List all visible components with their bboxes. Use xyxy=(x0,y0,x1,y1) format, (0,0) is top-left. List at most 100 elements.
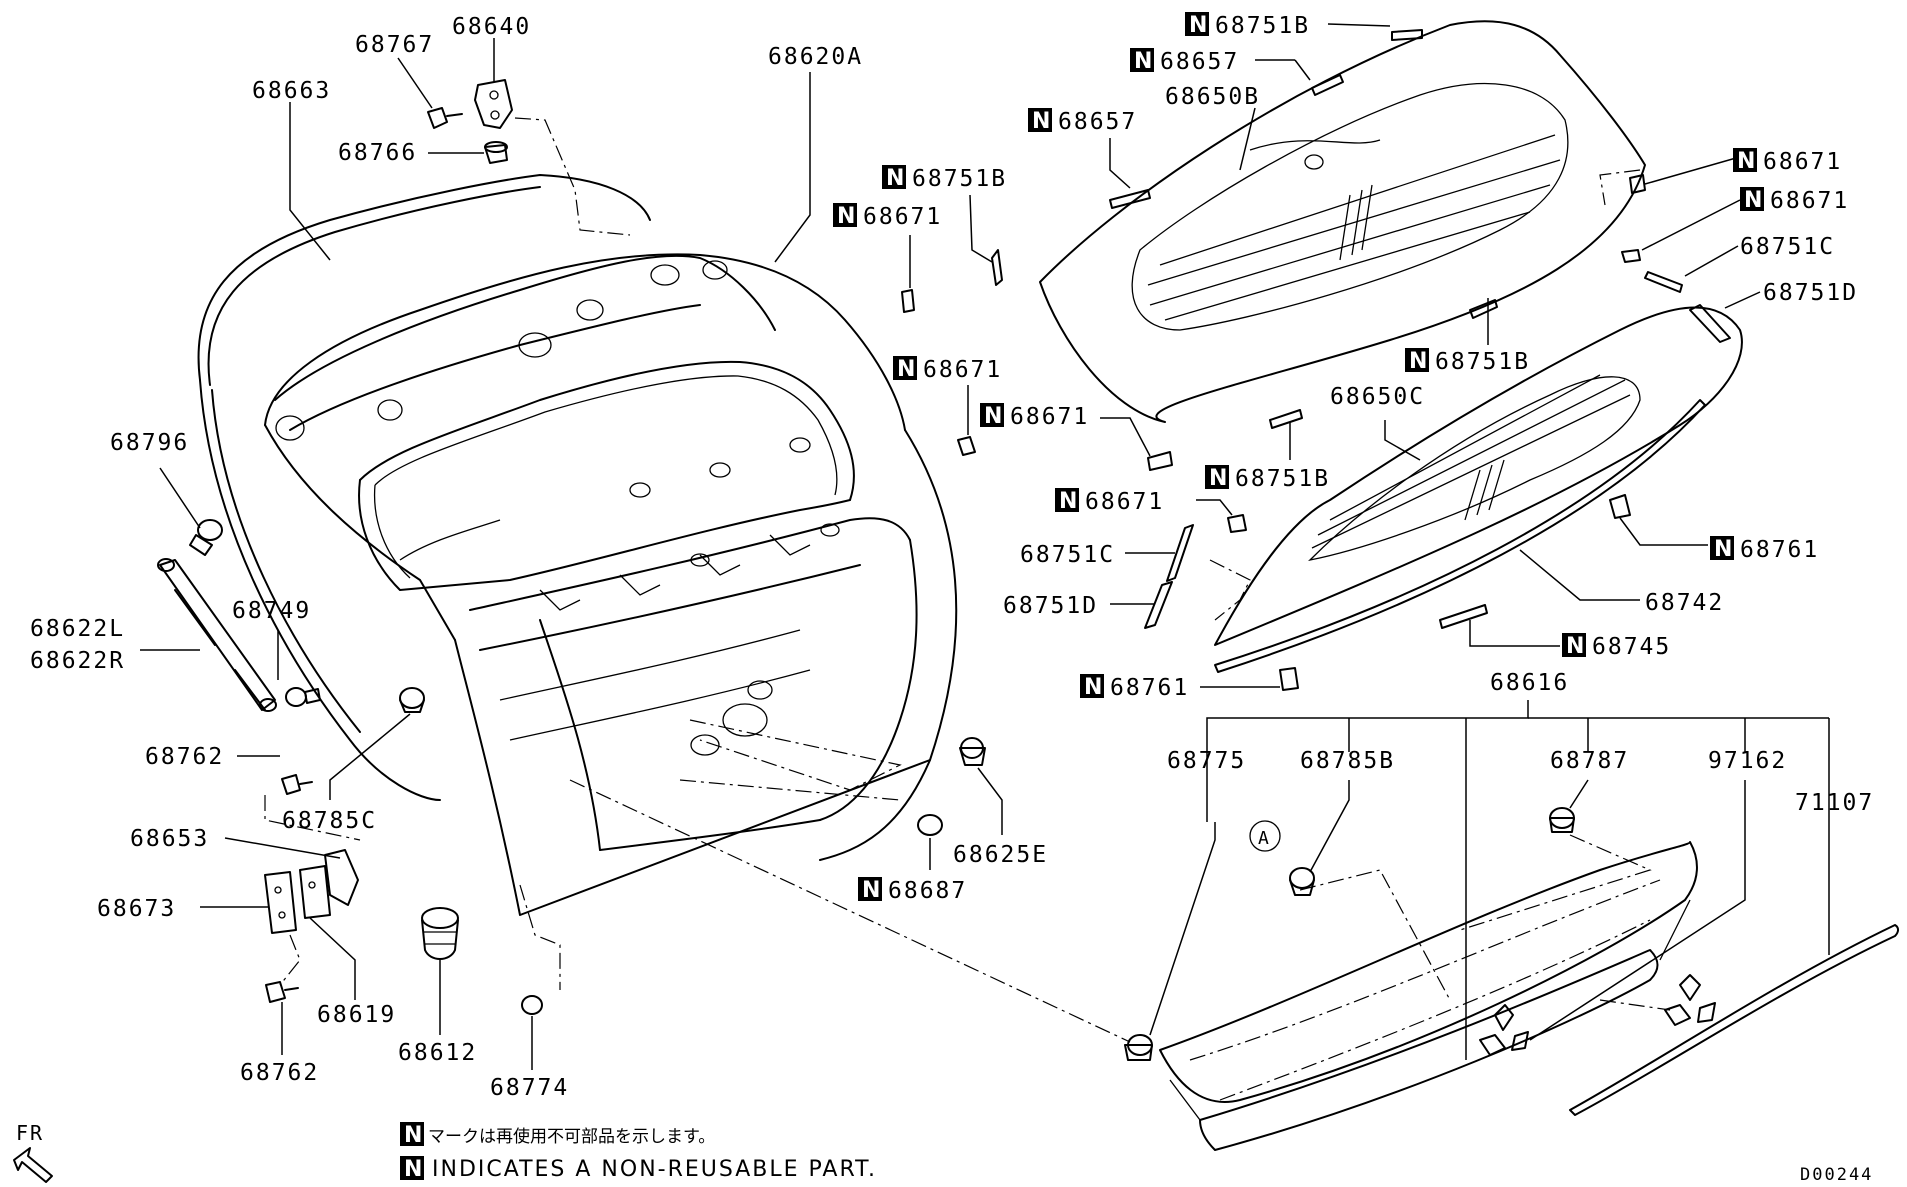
svg-text:N: N xyxy=(1714,537,1732,562)
label-68774: 68774 xyxy=(490,1075,569,1101)
bumper-68785B xyxy=(1249,780,1451,1001)
pad-68745 xyxy=(1439,604,1560,647)
label-68742: 68742 xyxy=(1645,590,1724,616)
svg-text:N: N xyxy=(886,166,904,191)
strip-71107 xyxy=(1569,924,1899,1116)
label-68622R: 68622R xyxy=(30,648,125,674)
svg-text:N: N xyxy=(1059,489,1077,514)
bolt-68762-upper xyxy=(237,755,313,795)
label-97162: 97162 xyxy=(1708,748,1787,774)
ball-stud-68796 xyxy=(159,467,223,556)
svg-text:N: N xyxy=(1189,13,1207,38)
svg-text:N: N xyxy=(1084,675,1102,700)
lower-glass-68650C xyxy=(1214,306,1743,673)
svg-text:N: N xyxy=(862,878,880,903)
svg-text:N: N xyxy=(1032,109,1050,134)
part-labels: 68640 68767 68663 68766 68620A 68796 686… xyxy=(30,12,1874,1101)
fr-label: FR xyxy=(16,1121,44,1145)
gas-strut-68622 xyxy=(140,558,277,712)
label-68796: 68796 xyxy=(110,430,189,456)
svg-text:68745: 68745 xyxy=(1592,634,1671,660)
bumper-68785C xyxy=(329,687,425,800)
label-68767: 68767 xyxy=(355,32,434,58)
label-68657-b: N 68657 xyxy=(1028,108,1137,135)
plug-dash-line xyxy=(519,884,561,990)
label-68619: 68619 xyxy=(317,1002,396,1028)
label-68625E: 68625E xyxy=(953,842,1048,868)
leader-68650B xyxy=(1239,107,1256,171)
label-68616: 68616 xyxy=(1490,670,1569,696)
label-68612: 68612 xyxy=(398,1040,477,1066)
label-68671-mid1: N 68671 xyxy=(893,356,1002,383)
ball-stud-68749 xyxy=(277,630,321,707)
hinge-68640 xyxy=(474,38,513,129)
label-68653: 68653 xyxy=(130,826,209,852)
svg-text:68751B: 68751B xyxy=(912,166,1007,192)
label-71107: 71107 xyxy=(1795,790,1874,816)
label-68671-mid2: N 68671 xyxy=(980,403,1087,430)
diagram-code: D00244 xyxy=(1800,1165,1873,1185)
legend-note-jp: マークは再使用不可部品を示します。 xyxy=(428,1126,715,1147)
callout-letter-A: A xyxy=(1258,828,1269,849)
pad-68761-l xyxy=(1200,667,1299,691)
bolt-68762-lower xyxy=(265,981,299,1055)
label-68745: N 68745 xyxy=(1562,633,1671,660)
pad-68751C-r xyxy=(1644,245,1739,293)
label-68749: 68749 xyxy=(232,598,311,624)
leader-68650C xyxy=(1384,420,1421,461)
glass-c-dash xyxy=(1209,559,1251,621)
plug-68774 xyxy=(521,995,543,1070)
svg-text:68761: 68761 xyxy=(1110,675,1189,701)
svg-text:68657: 68657 xyxy=(1160,49,1239,75)
label-68671-r2: N 68671 xyxy=(1740,187,1847,214)
svg-text:68671: 68671 xyxy=(923,357,1002,383)
label-68751C-r: 68751C xyxy=(1740,234,1835,260)
pad-68761-r xyxy=(1609,494,1708,546)
label-68640: 68640 xyxy=(452,14,531,40)
pad-68751D-l xyxy=(1110,581,1173,629)
pad-68751B-top xyxy=(1327,23,1423,41)
svg-text:68671: 68671 xyxy=(1085,489,1164,515)
pad-68657-a xyxy=(1255,59,1344,96)
label-68751B-low: N 68751B xyxy=(1205,465,1330,492)
nut-68766 xyxy=(428,141,508,164)
grommet-68612 xyxy=(421,907,459,1035)
legend: N マークは再使用不可部品を示します。 N INDICATES A NON-RE… xyxy=(400,1122,877,1182)
label-68751C-l: 68751C xyxy=(1020,542,1115,568)
pad-68751B-low xyxy=(1269,409,1303,460)
fr-orientation-arrow: FR xyxy=(13,1121,53,1183)
latch-assembly xyxy=(200,795,361,1000)
clip-68787 xyxy=(1459,779,1652,931)
leader-68663 xyxy=(289,102,331,261)
svg-text:N: N xyxy=(1744,188,1762,213)
svg-text:N: N xyxy=(1409,349,1427,374)
label-68775: 68775 xyxy=(1167,748,1246,774)
pad-68751D-r xyxy=(1689,291,1761,343)
svg-text:68751B: 68751B xyxy=(1435,349,1530,375)
svg-text:N: N xyxy=(1737,149,1755,174)
clip-68775 xyxy=(1124,822,1216,1061)
svg-text:N: N xyxy=(1209,466,1227,491)
pad-68671-left xyxy=(901,235,915,313)
label-68761-l: N 68761 xyxy=(1080,674,1189,701)
legend-note-en: INDICATES A NON-REUSABLE PART. xyxy=(432,1157,877,1182)
svg-text:68761: 68761 xyxy=(1740,537,1819,563)
label-68673: 68673 xyxy=(97,896,176,922)
pad-68657-b xyxy=(1109,138,1151,209)
label-68620A: 68620A xyxy=(768,44,863,70)
pad-68751B-mid xyxy=(1469,298,1498,345)
svg-text:N: N xyxy=(1566,634,1584,659)
leader-68620A xyxy=(774,72,811,263)
svg-text:68687: 68687 xyxy=(888,878,967,904)
label-68762-upper: 68762 xyxy=(145,744,224,770)
svg-text:68657: 68657 xyxy=(1058,109,1137,135)
svg-text:N: N xyxy=(404,1123,422,1148)
label-68687: N 68687 xyxy=(858,877,967,904)
label-68751D-l: 68751D xyxy=(1003,593,1098,619)
pad-68671-mid1 xyxy=(957,385,976,456)
garnish-68616 xyxy=(1159,700,1830,1151)
glass-b-dash xyxy=(1599,169,1641,206)
svg-text:68751B: 68751B xyxy=(1235,466,1330,492)
label-68671-left: N 68671 xyxy=(833,203,940,230)
label-68650B: 68650B xyxy=(1165,84,1260,110)
